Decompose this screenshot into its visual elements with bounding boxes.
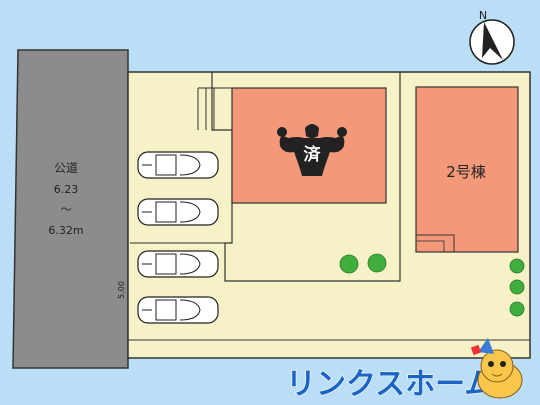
car-1	[137, 151, 219, 179]
trees	[339, 253, 525, 317]
road-width-top: 6.23	[54, 183, 79, 196]
tree	[367, 253, 387, 273]
road-label: 公道	[54, 161, 78, 175]
car-4	[137, 296, 219, 324]
flexing-muscle-man-icon	[277, 124, 347, 176]
house-2	[415, 86, 519, 253]
frontage-dimension: 5.00	[117, 281, 126, 299]
tree	[509, 301, 525, 317]
tree	[509, 258, 525, 274]
porch-lines	[197, 87, 232, 130]
north-arrow-icon	[469, 19, 515, 65]
house-2-porch-step	[415, 240, 445, 253]
public-road	[12, 49, 129, 369]
tree	[509, 279, 525, 295]
mascot-icon	[470, 338, 523, 399]
house-2-label: 2号棟	[446, 163, 486, 181]
car-3	[137, 250, 219, 278]
north-label: N	[479, 9, 487, 22]
road-width-tilde: ～	[61, 203, 72, 216]
tree	[339, 254, 359, 274]
brand-logo-text: リンクスホーム	[286, 367, 494, 402]
car-2	[137, 198, 219, 226]
sold-mark: 済	[304, 144, 322, 165]
road-width-bottom: 6.32m	[48, 224, 83, 237]
